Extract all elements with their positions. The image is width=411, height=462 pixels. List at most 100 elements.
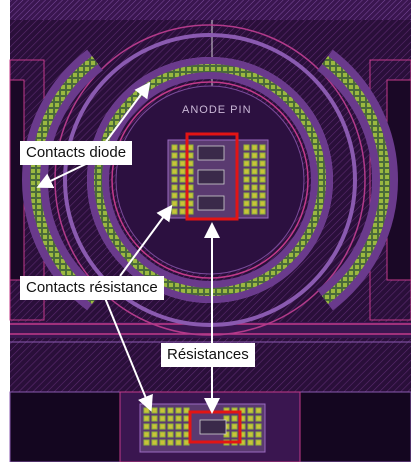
contact-via [151, 415, 158, 422]
contact-via [151, 407, 158, 414]
contact-via [171, 192, 178, 199]
contact-via [243, 144, 250, 151]
contact-via [231, 431, 238, 438]
contact-via [175, 407, 182, 414]
contact-via [259, 176, 266, 183]
contact-via [187, 200, 194, 207]
contact-via [179, 208, 186, 215]
contact-via [231, 423, 238, 430]
contact-via [183, 431, 190, 438]
contact-via [243, 208, 250, 215]
contact-via [251, 184, 258, 191]
callout-resistor-contacts: Contacts résistance [20, 276, 164, 300]
contact-via [259, 168, 266, 175]
contact-via [183, 423, 190, 430]
arrow-diode-top [104, 81, 151, 144]
contact-via [171, 184, 178, 191]
contact-via [187, 208, 194, 215]
top-strip [10, 0, 411, 20]
contact-via [167, 439, 174, 446]
bottom-region [9, 378, 411, 462]
contact-via [171, 152, 178, 159]
contact-via [179, 200, 186, 207]
contact-via [255, 415, 262, 422]
contact-via [255, 423, 262, 430]
contact-via [259, 184, 266, 191]
contact-via [247, 439, 254, 446]
callout-diode-contacts: Contacts diode [20, 141, 133, 165]
contact-via [243, 176, 250, 183]
contact-via [187, 176, 194, 183]
contact-via [167, 431, 174, 438]
contact-via [259, 152, 266, 159]
ring-diode-contacts [94, 64, 326, 296]
contact-via [259, 208, 266, 215]
annotation-arrows [36, 81, 220, 414]
contact-via [255, 407, 262, 414]
contact-via [247, 407, 254, 414]
contact-via [187, 168, 194, 175]
contact-via [251, 144, 258, 151]
contact-via [171, 168, 178, 175]
contact-via [255, 431, 262, 438]
resistor-element-2 [197, 169, 225, 185]
contact-via [251, 152, 258, 159]
contact-via [251, 176, 258, 183]
contact-via [179, 176, 186, 183]
contact-via [183, 439, 190, 446]
arrow-res-contact-bottom [104, 297, 153, 412]
contact-via [179, 144, 186, 151]
contact-via [251, 160, 258, 167]
contact-via [171, 144, 178, 151]
contact-via [159, 415, 166, 422]
contact-via [187, 152, 194, 159]
contact-via [243, 152, 250, 159]
contact-via [167, 415, 174, 422]
contact-via [143, 423, 150, 430]
contact-via [187, 192, 194, 199]
contact-via [159, 431, 166, 438]
contact-via [159, 423, 166, 430]
contact-via [243, 168, 250, 175]
contact-via [259, 160, 266, 167]
resistor-element-1 [197, 145, 225, 161]
callout-resistors: Résistances [161, 343, 255, 367]
contact-via [159, 439, 166, 446]
contact-via [171, 176, 178, 183]
contact-via [223, 415, 230, 422]
contact-via [187, 144, 194, 151]
contact-via [251, 168, 258, 175]
contact-via [179, 152, 186, 159]
contact-via [187, 160, 194, 167]
outer-circle-outline [54, 24, 366, 336]
contact-via [243, 160, 250, 167]
contact-via [251, 208, 258, 215]
contact-via [251, 192, 258, 199]
contact-via [175, 431, 182, 438]
left-margin [0, 0, 10, 462]
anode-pin-label: ANODE PIN [182, 104, 252, 116]
contact-via [143, 431, 150, 438]
contact-via [171, 160, 178, 167]
contact-via [247, 415, 254, 422]
contact-via [259, 200, 266, 207]
arrow-diode-left [36, 161, 91, 189]
diode-arc-right [317, 49, 398, 311]
resistor-element-3 [197, 195, 225, 211]
contact-via [171, 208, 178, 215]
contact-via [183, 407, 190, 414]
contact-via [243, 192, 250, 199]
contact-via [259, 192, 266, 199]
contact-via [171, 200, 178, 207]
contact-via [247, 431, 254, 438]
diode-arc-left [22, 49, 103, 311]
contact-via [143, 407, 150, 414]
contact-via [259, 144, 266, 151]
contact-via [159, 407, 166, 414]
contact-via [179, 184, 186, 191]
resistor-element-bottom [199, 419, 227, 435]
contact-via [175, 415, 182, 422]
contact-via [183, 415, 190, 422]
